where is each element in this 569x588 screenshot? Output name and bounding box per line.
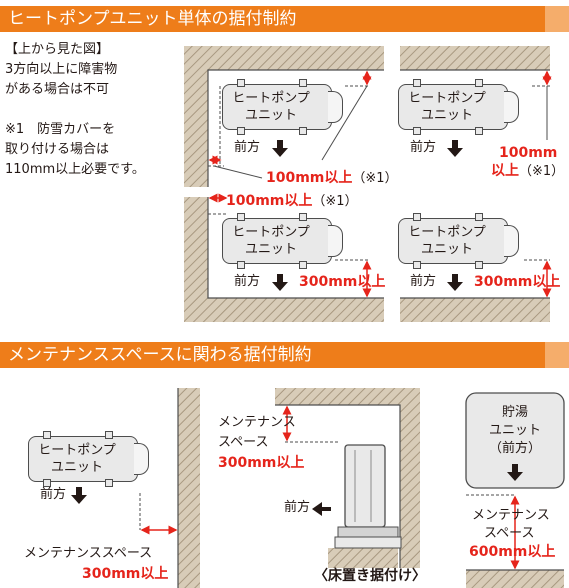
note-line-1: 3方向以上に障害物 — [5, 62, 118, 77]
heat-pump-unit-3: ヒートポンプユニット — [222, 213, 343, 269]
clearance-300-1: 300mm以上 — [299, 274, 386, 290]
note-line-2: がある場合は不可 — [5, 82, 110, 97]
heat-pump-unit-4: ヒートポンプユニット — [398, 213, 519, 269]
section-2-header: メンテナンススペースに関わる据付制約 — [0, 342, 569, 368]
maint-value-2: 300mm以上 — [218, 455, 305, 471]
maint-label-2b: スペース — [218, 435, 269, 450]
unit-foot — [475, 79, 483, 87]
unit-foot — [299, 213, 307, 221]
floor-caption: 〈床置き据付け〉 — [314, 568, 426, 584]
heat-pump-unit-1: ヒートポンプユニット — [222, 79, 343, 135]
clearance-300-2: 300mm以上 — [474, 274, 561, 290]
unit-foot — [43, 479, 51, 487]
unit-label: ヒートポンプユニット — [408, 225, 486, 257]
tank-unit — [465, 392, 565, 588]
wall-panel-bottom-right — [400, 297, 550, 322]
unit-foot — [413, 79, 421, 87]
unit-fan-cover — [134, 443, 149, 475]
leader-lines — [213, 85, 548, 179]
unit-fan-cover — [504, 225, 519, 257]
floor-unit — [282, 405, 402, 549]
unit-fan-cover — [328, 225, 343, 257]
heat-pump-unit-maint: ヒートポンプユニット — [28, 431, 149, 487]
front-label-1: 前方 — [234, 140, 261, 155]
unit-foot — [299, 127, 307, 135]
footnote-line-1: ※1 防雪カバーを — [5, 122, 116, 137]
floor-wall — [275, 388, 420, 568]
footnote-line-3: 110mm以上必要です。 — [5, 162, 145, 177]
unit-foot — [413, 127, 421, 135]
unit-foot — [413, 261, 421, 269]
unit-foot — [475, 213, 483, 221]
section-2-title: メンテナンススペースに関わる据付制約 — [8, 345, 312, 365]
maint-label-3b: スペース — [484, 526, 535, 541]
clearance-100-right-1: 100mm — [499, 145, 558, 161]
maint-value-3: 600mm以上 — [469, 544, 556, 560]
unit-foot — [105, 431, 113, 439]
unit-foot — [43, 431, 51, 439]
unit-foot — [475, 261, 483, 269]
front-label-4: 前方 — [410, 274, 437, 289]
unit-foot — [237, 127, 245, 135]
section-1-tab — [545, 6, 569, 32]
wall-panel-bottom-left — [184, 197, 384, 322]
unit-label: ヒートポンプユニット — [38, 443, 116, 475]
front-label-maint-2: 前方 — [284, 500, 311, 515]
maint-value-1: 300mm以上 — [82, 566, 169, 582]
unit-label: ヒートポンプユニット — [232, 91, 310, 123]
unit-foot — [299, 79, 307, 87]
unit-foot — [299, 261, 307, 269]
view-label: 【上から見た図】 — [5, 42, 110, 57]
unit-fan-cover — [504, 91, 519, 123]
tank-line-2: ユニット — [488, 423, 541, 438]
unit-label: ヒートポンプユニット — [408, 91, 486, 123]
maint-guide-1 — [139, 493, 178, 535]
wall-panel-top-left — [184, 46, 384, 187]
front-label-2: 前方 — [410, 140, 437, 155]
tank-line-3: （前方） — [488, 441, 541, 456]
section-2-tab — [545, 342, 569, 368]
maint-label-2a: メンテナンス — [218, 415, 296, 430]
unit-foot — [105, 479, 113, 487]
section-1-title: ヒートポンプユニット単体の据付制約 — [8, 9, 297, 29]
unit-label: ヒートポンプユニット — [232, 225, 310, 257]
unit-foot — [237, 213, 245, 221]
heat-pump-unit-2: ヒートポンプユニット — [398, 79, 519, 135]
front-label-maint-1: 前方 — [40, 487, 67, 502]
clearance-100-right-2: 以上（※1） — [491, 163, 565, 179]
front-arrows — [71, 140, 523, 516]
tank-line-1: 貯湯 — [501, 405, 528, 420]
unit-foot — [475, 127, 483, 135]
clearance-100-note-1: 100mm以上（※1） — [266, 170, 398, 186]
maint-label-3a: メンテナンス — [472, 508, 550, 523]
unit-foot — [237, 261, 245, 269]
dimension-arrows — [208, 70, 552, 298]
front-label-3: 前方 — [234, 274, 261, 289]
maint-label-1: メンテナンススペース — [24, 546, 153, 561]
unit-foot — [413, 213, 421, 221]
wall-panel-top-right — [400, 46, 550, 71]
clearance-100-note-2: 100mm以上（※1） — [226, 193, 358, 209]
footnote-line-2: 取り付ける場合は — [5, 142, 110, 157]
maint-wall-1 — [177, 388, 200, 588]
section-1-header: ヒートポンプユニット単体の据付制約 — [0, 6, 569, 32]
unit-fan-cover — [328, 91, 343, 123]
unit-foot — [237, 79, 245, 87]
